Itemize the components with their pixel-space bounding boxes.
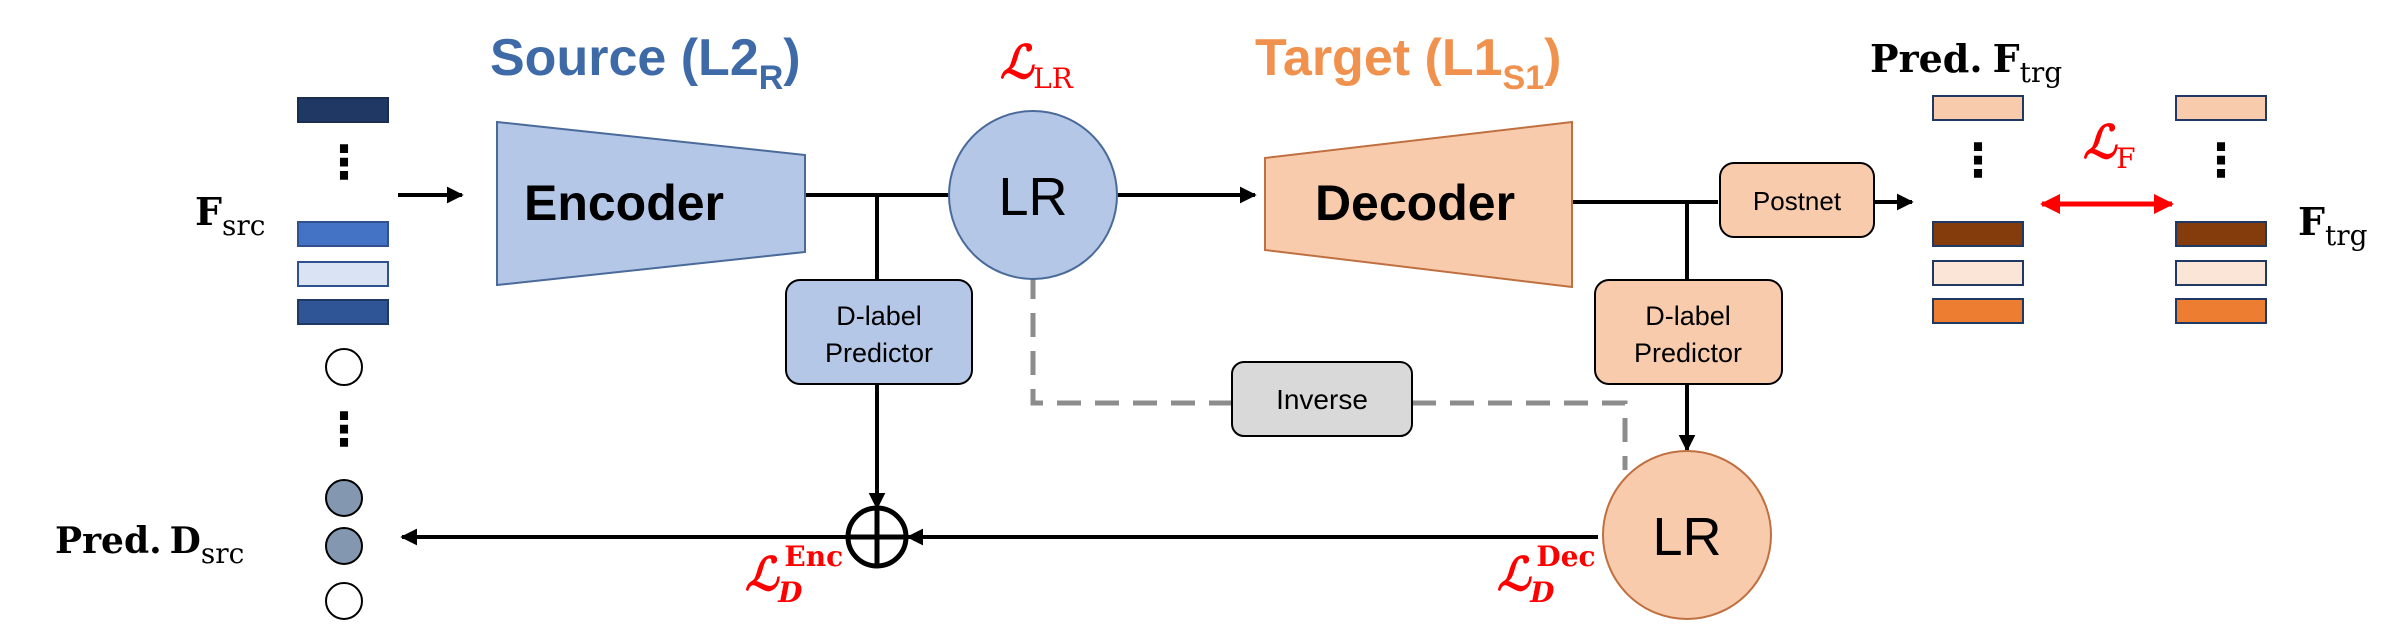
src-feature-bar <box>297 221 389 247</box>
duration-ellipsis: ⋮ <box>321 403 367 455</box>
pred-f-trg-label: Pred.Ftrg <box>1870 36 2062 89</box>
inverse-dashed-path-left <box>1030 275 1232 406</box>
pred-trg-ellipsis: ⋮ <box>1955 134 2001 186</box>
pred-trg-feature-bar <box>1932 298 2024 324</box>
src-feature-bar <box>297 299 389 325</box>
target-heading: Target (L1S1) <box>1255 29 1561 97</box>
lr-bottom-label: LR <box>1652 507 1721 567</box>
dlabel-enc-line1: D-label <box>836 301 922 331</box>
inverse-block: Inverse <box>1231 361 1413 437</box>
trg-feature-bar <box>2175 260 2267 286</box>
loss-d-dec: ℒDDec <box>1497 540 1596 609</box>
loss-f: ℒF <box>2083 115 2136 175</box>
dlabel-dec-line1: D-label <box>1645 301 1731 331</box>
trg-feature-bar <box>2175 95 2267 121</box>
dlabel-enc-line2: Predictor <box>825 338 933 368</box>
trg-feature-bar <box>2175 298 2267 324</box>
duration-circles: ⋮ <box>321 348 367 620</box>
src-feature-bar <box>297 97 389 123</box>
duration-circle <box>325 348 363 386</box>
decoder-block: Decoder <box>1264 120 1573 289</box>
inverse-label: Inverse <box>1276 384 1368 415</box>
src-ellipsis: ⋮ <box>321 136 367 188</box>
pred-trg-feature-bar <box>1932 221 2024 247</box>
lr-top-node: LR <box>948 110 1118 280</box>
encoder-label: Encoder <box>524 175 724 231</box>
lr-top-label: LR <box>998 167 1067 227</box>
duration-circle <box>325 479 363 517</box>
lr-bottom-node: LR <box>1602 450 1772 620</box>
duration-circle <box>325 582 363 620</box>
f-trg-label: Ftrg <box>2298 199 2368 252</box>
loss-lr: ℒLR <box>1000 35 1074 95</box>
duration-circle <box>325 527 363 565</box>
trg-ellipsis: ⋮ <box>2198 134 2244 186</box>
pred-d-src-label: Pred.Dsrc <box>55 520 244 570</box>
pred-trg-feature-bar <box>1932 260 2024 286</box>
encoder-block: Encoder <box>496 120 806 287</box>
target-feature-stack: ⋮ <box>2175 95 2267 324</box>
decoder-label: Decoder <box>1315 175 1515 231</box>
dlabel-predictor-decoder: D-label Predictor <box>1594 279 1783 385</box>
sum-node <box>845 505 909 569</box>
pred-trg-feature-bar <box>1932 95 2024 121</box>
postnet-block: Postnet <box>1719 162 1875 238</box>
source-feature-stack: ⋮ <box>297 97 389 325</box>
trg-feature-bar <box>2175 221 2267 247</box>
dlabel-dec-line2: Predictor <box>1634 338 1742 368</box>
src-feature-bar <box>297 261 389 287</box>
postnet-label: Postnet <box>1753 186 1842 216</box>
source-heading: Source (L2R) <box>490 29 801 97</box>
pred-target-feature-stack: ⋮ <box>1932 95 2024 324</box>
loss-d-enc: ℒDEnc <box>745 540 843 609</box>
inverse-dashed-path-right <box>1412 400 1628 470</box>
dlabel-predictor-encoder: D-label Predictor <box>785 279 973 385</box>
f-src-label: Fsrc <box>195 189 265 242</box>
